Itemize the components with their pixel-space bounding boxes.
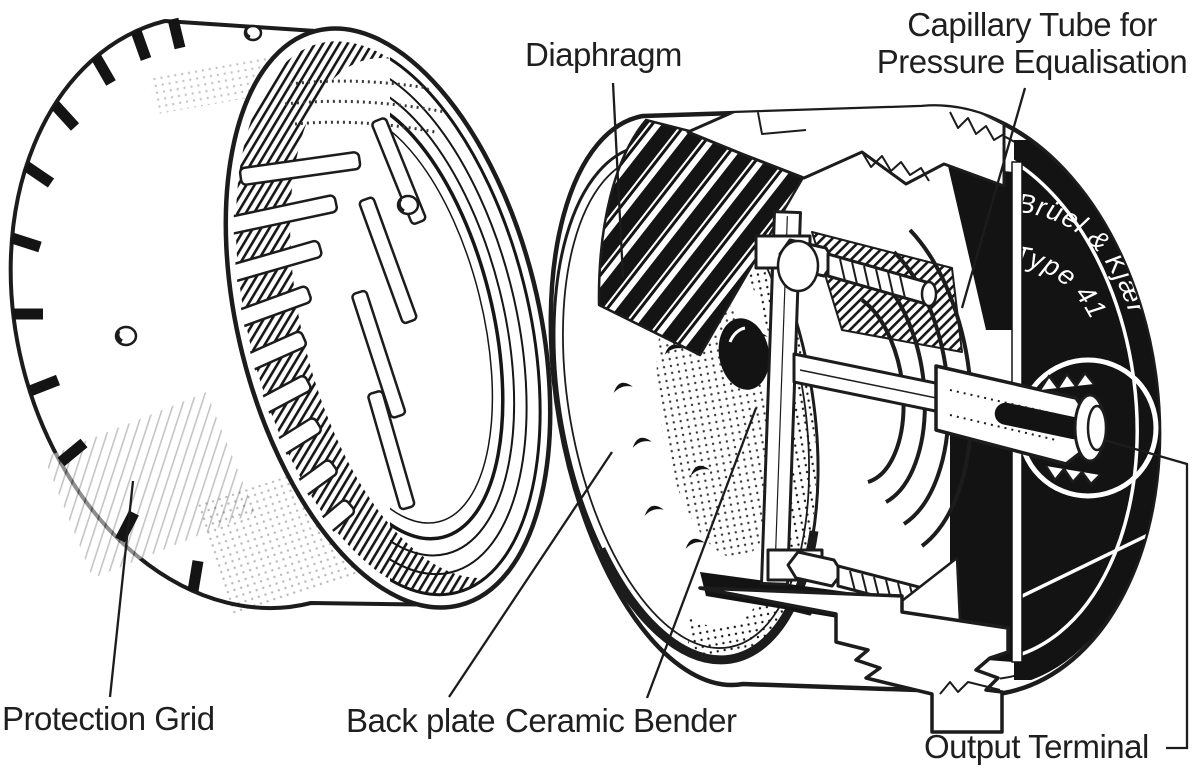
grid-slots xyxy=(10,17,204,592)
terminal-slot xyxy=(994,402,1086,440)
leader-ceramic-bender xyxy=(645,407,758,699)
label-capillary-tube-line2: Pressure Equalisation xyxy=(876,43,1188,80)
label-protection-grid: Protection Grid xyxy=(2,700,215,737)
grid-inner-hole xyxy=(396,194,420,216)
protection-grid-drawing xyxy=(8,17,570,615)
leader-output-terminal xyxy=(1103,438,1189,750)
mounting-stem xyxy=(698,586,1010,734)
grid-mouth-threads xyxy=(390,39,542,597)
grid-shell-holes xyxy=(114,24,263,347)
label-capillary-tube-line1: Capillary Tube for xyxy=(907,6,1157,43)
label-back-plate: Back plate xyxy=(346,702,496,739)
label-diaphragm: Diaphragm xyxy=(525,36,682,73)
leader-diaphragm xyxy=(611,82,625,278)
leader-back-plate xyxy=(448,451,613,698)
leader-lines xyxy=(108,82,1189,750)
label-output-terminal: Output Terminal xyxy=(924,728,1149,765)
leader-protection-grid xyxy=(108,480,135,698)
label-ceramic-bender: Ceramic Bender xyxy=(505,702,737,739)
diaphragm-cut-wedge xyxy=(597,118,814,357)
label-capillary-tube: Capillary Tube for Pressure Equalisation xyxy=(862,6,1200,80)
grid-top-stipple xyxy=(284,79,446,134)
terminal-shaft xyxy=(934,364,1108,486)
leader-capillary-tube xyxy=(960,87,1027,309)
housing-top-section xyxy=(686,106,1006,188)
capsule-drawing: Brüel & Kjær Type 41 xyxy=(548,104,1162,734)
top-bolt xyxy=(754,234,938,308)
bottom-bolt-nut xyxy=(786,550,844,588)
